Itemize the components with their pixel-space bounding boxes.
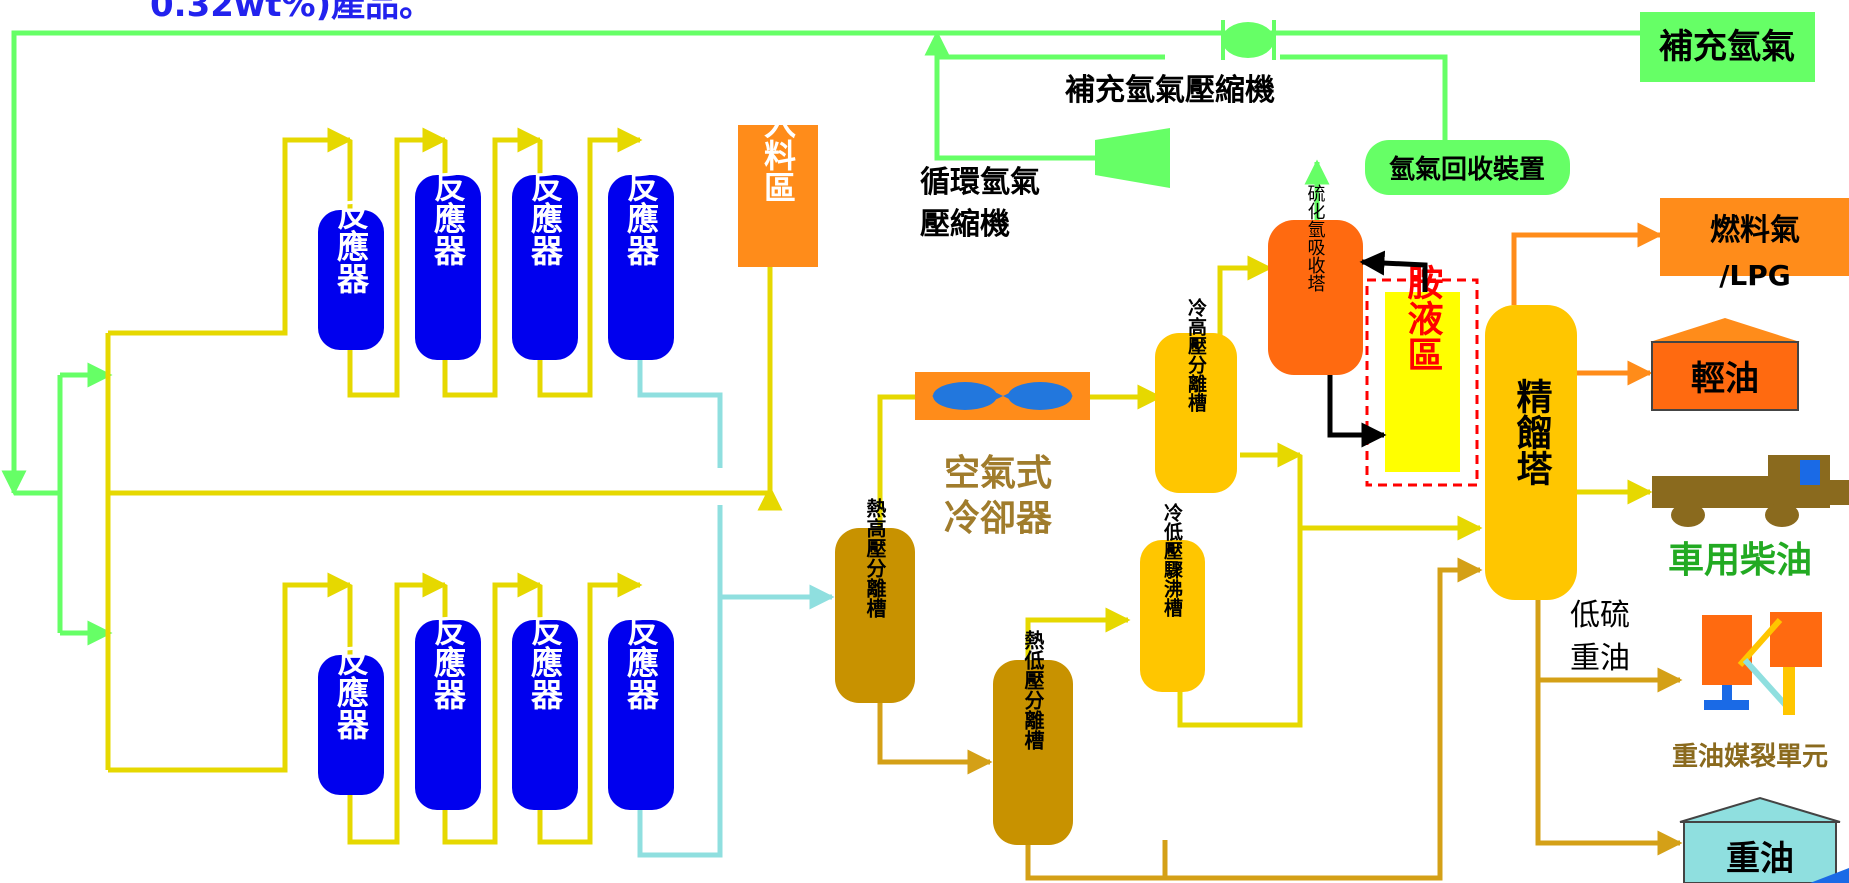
amine-area-box [1385, 292, 1460, 472]
diesel-truck-icon [1652, 455, 1849, 527]
svg-text:反應器: 反應器 [429, 614, 467, 710]
h2s-absorber [1268, 220, 1363, 375]
light-oil-tank [1651, 341, 1799, 411]
amine-area-boundary [1365, 278, 1479, 487]
feed-area-box [738, 125, 818, 267]
hot-lp-separator [993, 660, 1073, 845]
air-cooler-label-2: 冷卻器 [944, 498, 1053, 539]
light-oil-tank-roof [1650, 318, 1800, 342]
svg-text:反應器: 反應器 [622, 170, 660, 266]
svg-text:反應器: 反應器 [526, 170, 564, 266]
hydrogen-lines [1, 30, 1640, 646]
reactor: 反應器 [415, 614, 481, 810]
recycle-compressor-label-2: 壓縮機 [920, 207, 1010, 242]
fractionator [1485, 305, 1577, 600]
svg-text:反應器: 反應器 [622, 614, 660, 710]
svg-text:反應器: 反應器 [332, 644, 370, 740]
makeup-compressor-label: 補充氫氣壓縮機 [1064, 73, 1275, 108]
hydrogen-recovery-label: 氫氣回收裝置 [1389, 154, 1545, 185]
hot-hp-separator-label: 熱高壓分離槽 [863, 498, 887, 619]
reactor: 反應器 [415, 170, 481, 360]
h2s-absorber-label: 硫化氫吸收塔 [1305, 184, 1326, 292]
reactor: 反應器 [608, 614, 674, 810]
fuel-gas-label-2: /LPG [1719, 259, 1791, 292]
header-text: 0.32wt%)產品。 [150, 0, 433, 25]
vehicle-diesel-label: 車用柴油 [1668, 540, 1812, 581]
reactor: 反應器 [318, 198, 384, 350]
svg-text:反應器: 反應器 [332, 198, 370, 294]
rfcc-unit-icon [1702, 612, 1822, 715]
reactor: 反應器 [608, 170, 674, 360]
cold-lp-flash-label: 冷低壓驟沸槽 [1161, 502, 1184, 618]
hot-lines [877, 557, 1683, 881]
hydrogen-recovery-unit [1365, 140, 1570, 195]
fuel-gas-box [1660, 198, 1849, 276]
rfcc-unit-label: 重油媒裂單元 [1672, 742, 1828, 772]
air-cooler-label-1: 空氣式 [944, 453, 1052, 494]
light-oil-label: 輕油 [1691, 359, 1759, 399]
cold-hp-separator [1155, 333, 1237, 493]
makeup-compressor-icon [1222, 22, 1274, 58]
product-lines [1511, 222, 1663, 386]
cold-lp-flash-drum [1140, 540, 1205, 692]
recycle-compressor-label-1: 循環氫氣 [920, 165, 1040, 200]
low-sulfur-label-2: 重油 [1570, 641, 1630, 676]
recycle-compressor-icon [1095, 128, 1170, 188]
reactor-bank-top: 反應器 反應器 反應器 反應器 [318, 170, 674, 360]
makeup-hydrogen-box [1640, 12, 1815, 82]
reactor-effluent-lines [637, 360, 835, 858]
reactor: 反應器 [512, 614, 578, 810]
cold-hp-separator-label: 冷高壓分離槽 [1185, 297, 1207, 413]
reactor: 反應器 [318, 644, 384, 795]
svg-text:反應器: 反應器 [526, 614, 564, 710]
heavy-oil-tank [1683, 821, 1837, 883]
svg-text:反應器: 反應器 [429, 170, 467, 266]
reactor: 反應器 [512, 170, 578, 360]
slide-corner-decoration [1810, 868, 1849, 883]
hot-hp-separator [835, 528, 915, 703]
hot-lp-separator-label: 熱低壓分離槽 [1021, 630, 1045, 751]
fuel-gas-label-1: 燃料氣 [1710, 213, 1800, 248]
feed-area-label: 入料區 [759, 107, 797, 203]
reactor-bank-bottom: 反應器 反應器 反應器 反應器 [318, 614, 674, 810]
low-sulfur-label-1: 低硫 [1570, 598, 1630, 633]
heavy-oil-tank-roof [1679, 796, 1841, 823]
fractionator-label: 精餾塔 [1511, 378, 1553, 486]
heavy-oil-label: 重油 [1726, 839, 1794, 879]
makeup-hydrogen-label: 補充氫氣 [1659, 27, 1795, 67]
